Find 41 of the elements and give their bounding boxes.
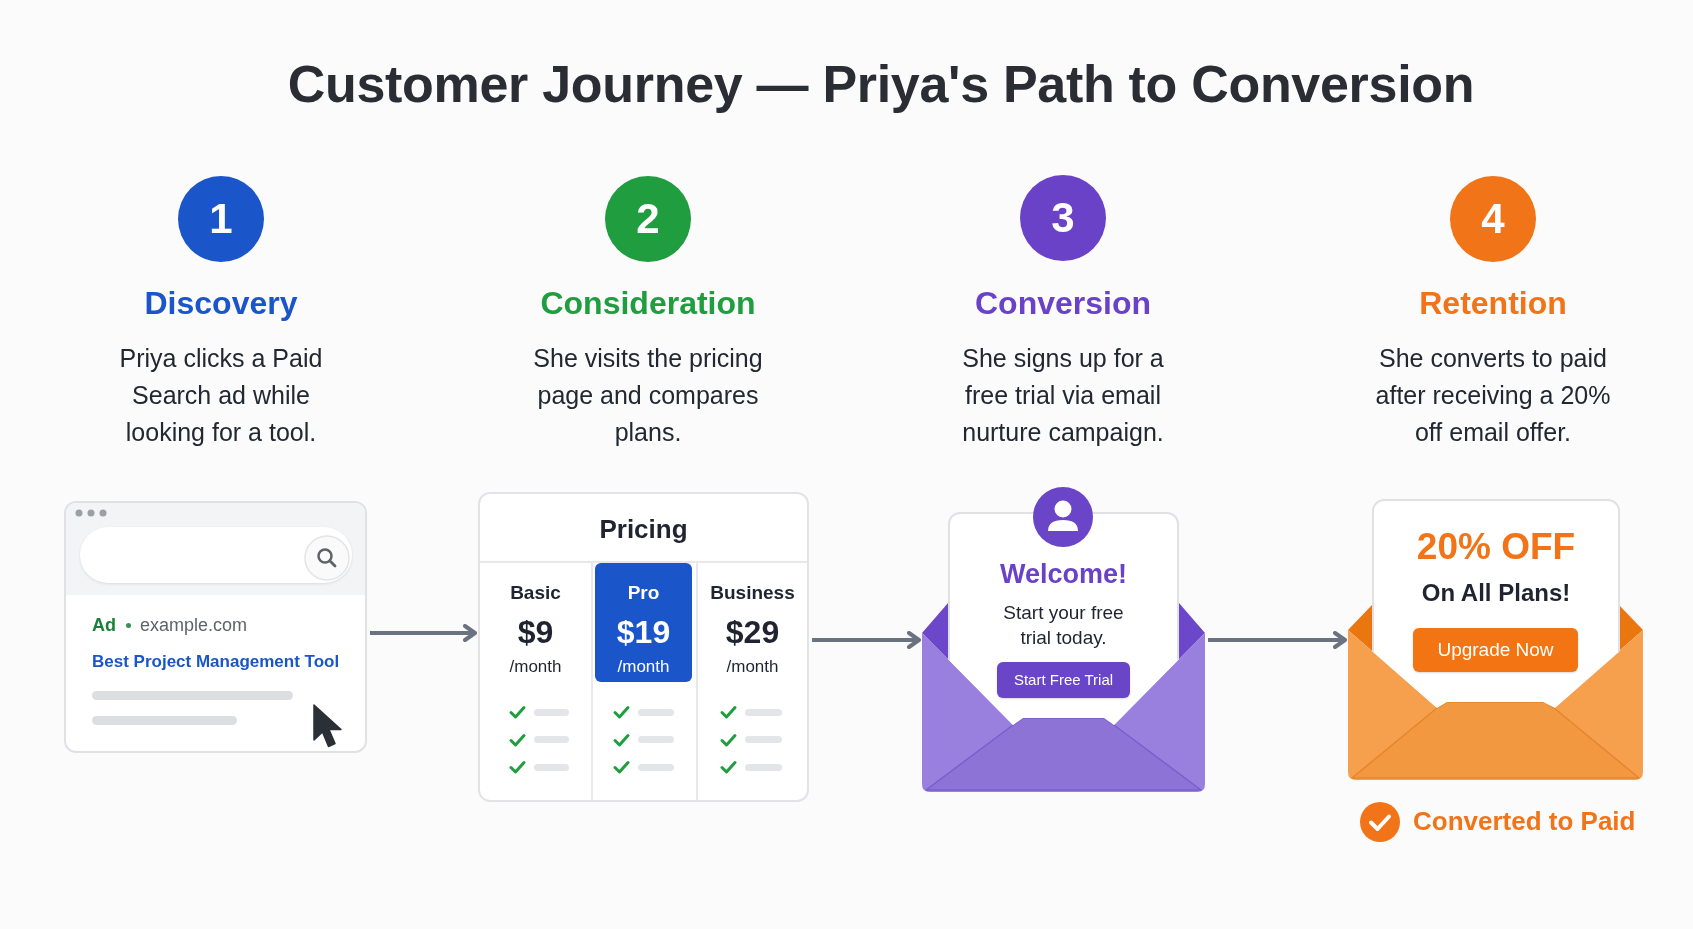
step-number-badge: 2	[605, 176, 691, 262]
stage-heading: Conversion	[975, 285, 1151, 322]
arrow	[1208, 631, 1347, 649]
pricing-card	[478, 492, 809, 802]
browser-window	[64, 501, 367, 753]
email-heading: Welcome!	[1000, 559, 1127, 590]
plan-price: $29	[725, 614, 780, 651]
price-period: /month	[509, 657, 562, 677]
email-body: Start your free trial today.	[1002, 601, 1125, 650]
email-subheading: On All Plans!	[1421, 579, 1571, 607]
plan-name: Pro	[627, 582, 660, 604]
plan-price: $19	[616, 614, 671, 651]
highlighted-plan	[595, 563, 692, 682]
stage-description: Priya clicks a Paid Search ad while looking for a tool.	[118, 343, 324, 448]
stage-description: She signs up for a free trial via email nurture campaign.	[961, 343, 1165, 448]
step-number-badge: 1	[178, 176, 264, 262]
card-heading: Pricing	[599, 514, 688, 544]
stage-heading: Retention	[1419, 285, 1567, 322]
stage-description: She converts to paid after receiving a 20% off email offer.	[1374, 343, 1612, 448]
arrow	[812, 631, 921, 649]
price-period: /month	[617, 657, 670, 677]
stage-description: She visits the pricing page and compares plans.	[532, 343, 764, 448]
step-number-badge: 4	[1450, 176, 1536, 262]
arrow	[370, 624, 477, 642]
discount-heading: 20% OFF	[1416, 526, 1576, 568]
ad-label: Ad	[92, 614, 116, 636]
plan-name: Basic	[510, 582, 561, 604]
price-period: /month	[726, 657, 779, 677]
plan-name: Business	[710, 582, 795, 604]
url-text: example.com	[140, 614, 248, 636]
stage-heading: Consideration	[540, 285, 756, 322]
envelope-illustration	[922, 603, 1205, 792]
title: Customer Journey — Priya's Path to Conversion	[287, 54, 1475, 114]
cta-button: Upgrade Now	[1413, 628, 1578, 672]
envelope-illustration	[1348, 605, 1643, 780]
stage-heading: Discovery	[144, 285, 298, 322]
status-text: Converted to Paid	[1413, 806, 1636, 836]
cta-button: Start Free Trial	[997, 662, 1130, 698]
ad-headline-link: Best Project Management Tool	[92, 652, 340, 672]
plan-price: $9	[517, 614, 554, 651]
step-number-badge: 3	[1020, 175, 1106, 261]
